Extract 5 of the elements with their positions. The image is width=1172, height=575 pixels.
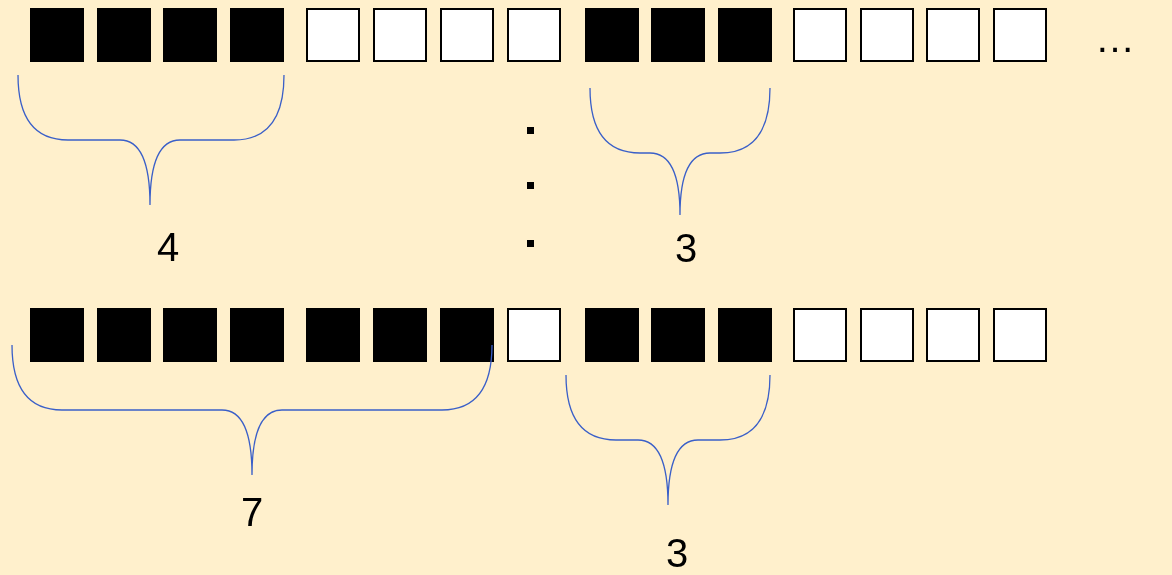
count-label: 3	[665, 533, 689, 573]
count-label: 7	[240, 492, 264, 532]
ellipsis-text: …	[1095, 18, 1135, 58]
count-label: 3	[674, 228, 698, 268]
count-label: 4	[156, 227, 180, 267]
